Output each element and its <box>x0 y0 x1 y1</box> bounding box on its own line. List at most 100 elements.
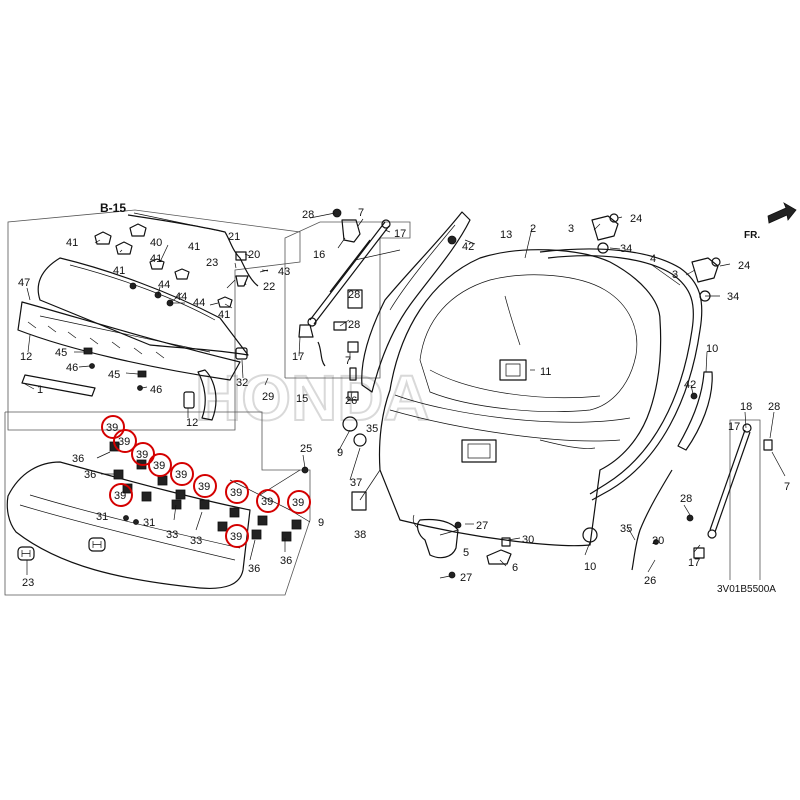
callout: 44 <box>193 297 205 309</box>
highlight-ring <box>101 415 125 439</box>
callout: 39 <box>106 422 118 434</box>
callout: 27 <box>476 520 488 532</box>
callout: 26 <box>644 575 656 587</box>
callout: 17 <box>292 351 304 363</box>
callout: 13 <box>500 229 512 241</box>
callout: 39 <box>230 487 242 499</box>
callout: 32 <box>236 377 248 389</box>
callout: 39 <box>261 496 273 508</box>
callout: 36 <box>84 469 96 481</box>
group-box-spoiler-top <box>7 209 301 431</box>
callout: 39 <box>198 481 210 493</box>
callout: 36 <box>248 563 260 575</box>
callout: 24 <box>630 213 642 225</box>
callouts: B-15 FR. 3V01B5500A 21 20 23 43 22 16 41… <box>18 201 790 595</box>
callout: 41 <box>188 241 200 253</box>
callout: 22 <box>263 281 275 293</box>
callout: 6 <box>512 562 518 574</box>
callout: 3 <box>672 269 678 281</box>
callout: 11 <box>540 366 551 378</box>
side-trim-right <box>677 371 713 451</box>
group-box-garnish <box>4 411 311 596</box>
spoiler-clips <box>83 223 233 391</box>
callout: 5 <box>463 547 469 559</box>
highlight-ring <box>148 453 172 477</box>
callout: 28 <box>348 289 360 301</box>
highlight-ring <box>225 524 249 548</box>
callout: 45 <box>108 369 120 381</box>
highlight-ring <box>109 483 133 507</box>
bumper-stops <box>342 416 598 543</box>
callout: 41 <box>150 253 162 265</box>
callout: 30 <box>522 534 534 546</box>
callout: 44 <box>158 279 170 291</box>
fr-arrow <box>767 202 797 224</box>
callout: 34 <box>620 243 632 255</box>
callout: 10 <box>706 343 718 355</box>
tailgate-garnish <box>6 461 251 590</box>
latch-switch <box>486 537 512 565</box>
highlight-ring <box>193 474 217 498</box>
callout: 7 <box>345 355 351 367</box>
callout: 39 <box>175 469 187 481</box>
watermark-text: HONDA <box>195 362 430 434</box>
callout: 9 <box>337 447 343 459</box>
highlight-ring <box>256 489 280 513</box>
callout: 28 <box>680 493 692 505</box>
highlight-ring <box>131 442 155 466</box>
callout: 28 <box>302 209 314 221</box>
tailgate-stay-left <box>298 219 391 367</box>
callout: 44 <box>175 291 187 303</box>
group-box-stay-left <box>284 221 411 379</box>
callout: 34 <box>727 291 739 303</box>
callout: 3 <box>568 223 574 235</box>
callout: 35 <box>366 423 378 435</box>
callout: 9 <box>318 517 324 529</box>
ref-label-b15: B-15 <box>100 201 126 215</box>
callout: 33 <box>166 529 178 541</box>
leader-lines <box>24 212 786 579</box>
callout: 28 <box>348 319 360 331</box>
callout: 41 <box>113 265 125 277</box>
latch-light <box>499 359 527 381</box>
hinge-left <box>332 208 363 401</box>
callout: 39 <box>136 449 148 461</box>
side-trim-left <box>361 211 471 393</box>
harness-right <box>631 469 694 571</box>
callout: 26 <box>345 395 357 407</box>
callout: 17 <box>394 228 406 240</box>
callout: 20 <box>652 535 664 547</box>
callout: 31 <box>96 511 108 523</box>
callout: 47 <box>18 277 30 289</box>
callout: 35 <box>620 523 632 535</box>
hinge-right-lower <box>691 257 721 302</box>
callout: 15 <box>296 393 308 405</box>
callout: 16 <box>313 249 325 261</box>
tailgate-stay-right <box>693 423 773 559</box>
callout: 46 <box>66 362 78 374</box>
callout: 2 <box>530 223 536 235</box>
callout: 12 <box>186 417 198 429</box>
callout: 37 <box>350 477 362 489</box>
callout: 20 <box>248 249 260 261</box>
callout: 39 <box>118 436 130 448</box>
callout: 46 <box>150 384 162 396</box>
callout: 42 <box>684 379 696 391</box>
callout: 36 <box>72 453 84 465</box>
spoiler-end-cap <box>183 347 248 409</box>
callout: 28 <box>768 401 780 413</box>
highlight-ring <box>225 480 249 504</box>
fr-label: FR. <box>744 230 760 241</box>
callout: 41 <box>66 237 78 249</box>
washer-hose-b15 <box>127 214 269 287</box>
highlight-ring <box>287 490 311 514</box>
callout: 21 <box>228 231 240 243</box>
callout: 27 <box>460 572 472 584</box>
highlight-ring <box>170 462 194 486</box>
callout: 12 <box>20 351 32 363</box>
highlight-ring <box>113 429 137 453</box>
callout: 7 <box>358 207 364 219</box>
diagram-code: 3V01B5500A <box>717 584 776 595</box>
